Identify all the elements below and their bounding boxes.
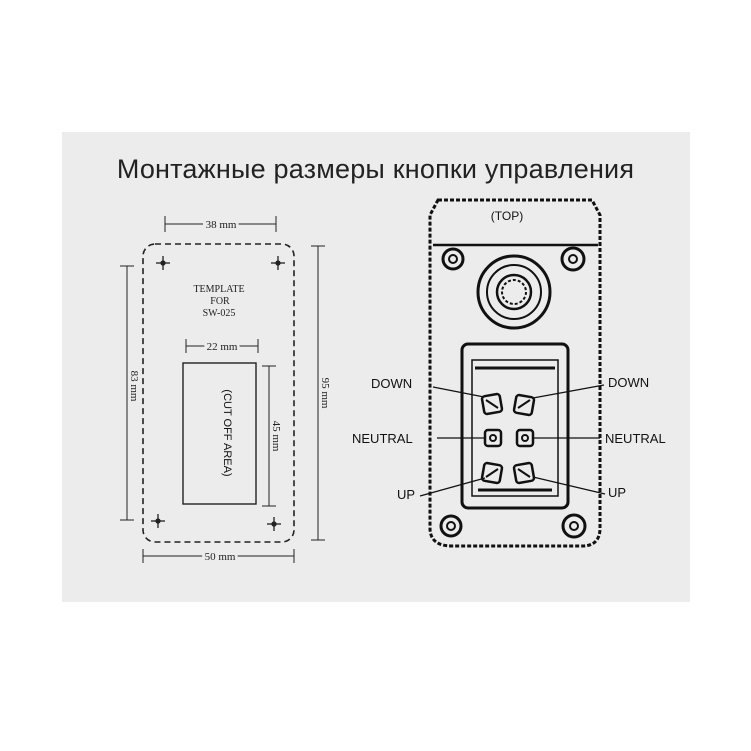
dim-inner-right-label: 45 mm bbox=[270, 421, 282, 452]
emergency-knob-icon bbox=[476, 254, 552, 330]
screw-top-left-icon bbox=[441, 247, 465, 271]
dim-right-label: 95 mm bbox=[319, 378, 331, 409]
screw-bottom-left-icon bbox=[439, 514, 463, 538]
dim-top-label: 38 mm bbox=[206, 219, 237, 231]
label-neutral-left: NEUTRAL bbox=[352, 431, 413, 446]
dimension-inner-top bbox=[185, 339, 259, 353]
dimension-inner-right bbox=[262, 365, 276, 507]
dimension-top bbox=[164, 216, 277, 232]
switch-panel bbox=[460, 342, 570, 510]
label-up-right: UP bbox=[608, 485, 626, 500]
leader-lines bbox=[419, 384, 606, 497]
button-down-left[interactable] bbox=[480, 392, 504, 416]
switch-panel-inner bbox=[471, 359, 559, 497]
button-neutral-left[interactable] bbox=[483, 428, 503, 448]
mounting-hole-top-right bbox=[271, 256, 285, 270]
dim-inner-top-label: 22 mm bbox=[207, 341, 238, 353]
dim-bottom-label: 50 mm bbox=[205, 551, 236, 563]
mounting-hole-top-left bbox=[156, 256, 170, 270]
cutoff-area bbox=[182, 362, 257, 505]
button-down-right[interactable] bbox=[512, 393, 536, 417]
dimension-left bbox=[120, 265, 134, 521]
pendant-body bbox=[428, 198, 602, 548]
button-up-right[interactable] bbox=[512, 461, 536, 485]
screw-top-right-icon bbox=[560, 246, 586, 272]
mounting-template bbox=[120, 216, 325, 563]
mounting-hole-bottom-left bbox=[151, 514, 165, 528]
label-down-right: DOWN bbox=[608, 375, 649, 390]
label-neutral-right: NEUTRAL bbox=[605, 431, 666, 446]
label-up-left: UP bbox=[397, 487, 415, 502]
page-title: Монтажные размеры кнопки управления bbox=[116, 154, 635, 184]
button-up-left[interactable] bbox=[480, 461, 504, 485]
label-down-left: DOWN bbox=[371, 376, 412, 391]
mounting-hole-bottom-right bbox=[267, 517, 281, 531]
control-pendant bbox=[419, 198, 606, 548]
top-label: (TOP) bbox=[491, 209, 523, 223]
screw-bottom-right-icon bbox=[561, 513, 587, 539]
cutoff-area-label: (CUT OFF AREA) bbox=[221, 389, 233, 476]
button-neutral-right[interactable] bbox=[515, 428, 535, 448]
template-line-2: FOR bbox=[210, 296, 230, 307]
dim-left-label: 83 mm bbox=[128, 371, 140, 402]
dimension-bottom bbox=[142, 549, 295, 563]
template-line-1: TEMPLATE bbox=[193, 284, 244, 295]
template-line-3: SW-025 bbox=[203, 308, 236, 319]
dimension-right bbox=[311, 245, 325, 541]
template-outline bbox=[142, 243, 295, 543]
